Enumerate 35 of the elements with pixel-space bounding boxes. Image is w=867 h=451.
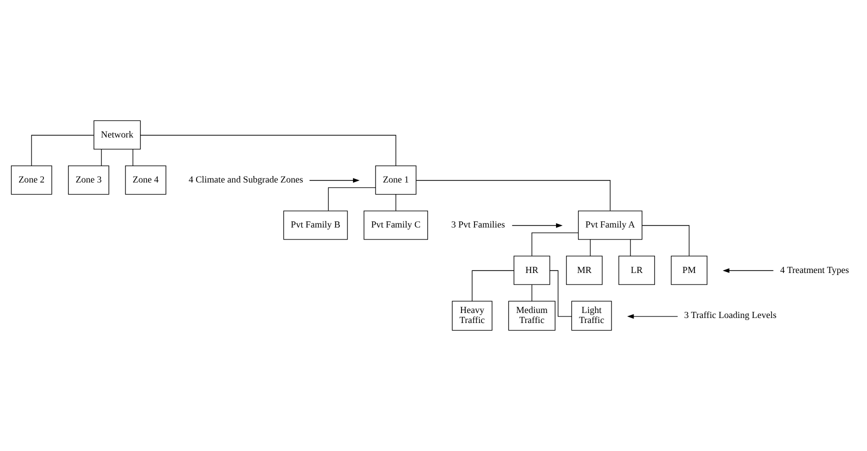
node-box: HR	[514, 256, 550, 285]
connector	[642, 225, 690, 256]
node-box: Medium Traffic	[508, 300, 556, 331]
node-box: Pvt Family C	[364, 210, 428, 240]
node-box: MR	[566, 256, 603, 285]
node-box: Zone 3	[68, 165, 110, 195]
connector	[630, 239, 631, 256]
node-box: Zone 2	[10, 165, 52, 195]
connector	[140, 134, 396, 166]
connector	[328, 187, 376, 212]
connector	[132, 148, 134, 166]
connector	[590, 239, 591, 256]
connector	[472, 270, 514, 302]
connector	[416, 180, 611, 212]
arrow	[512, 223, 563, 228]
node-text: 4 Treatment Types	[780, 266, 849, 276]
connector	[31, 134, 94, 166]
connector	[549, 270, 572, 317]
node-box: LR	[618, 256, 655, 285]
node-text: 3 Pvt Families	[451, 220, 505, 231]
node-text: 3 Traffic Loading Levels	[684, 311, 776, 322]
arrow	[627, 314, 678, 319]
node-box: Zone 4	[125, 165, 166, 195]
node-box: PM	[670, 256, 708, 285]
connector	[532, 232, 578, 256]
arrow	[309, 178, 360, 183]
node-box: Zone 1	[375, 165, 416, 195]
node-box: Heavy Traffic	[452, 300, 492, 331]
node-box: Light Traffic	[571, 300, 612, 331]
node-box: Network	[94, 120, 141, 150]
node-box: Pvt Family B	[283, 210, 348, 240]
connector	[101, 148, 102, 166]
node-text: 4 Climate and Subgrade Zones	[188, 176, 304, 186]
node-box: Pvt Family A	[578, 210, 642, 240]
arrow	[722, 268, 774, 273]
